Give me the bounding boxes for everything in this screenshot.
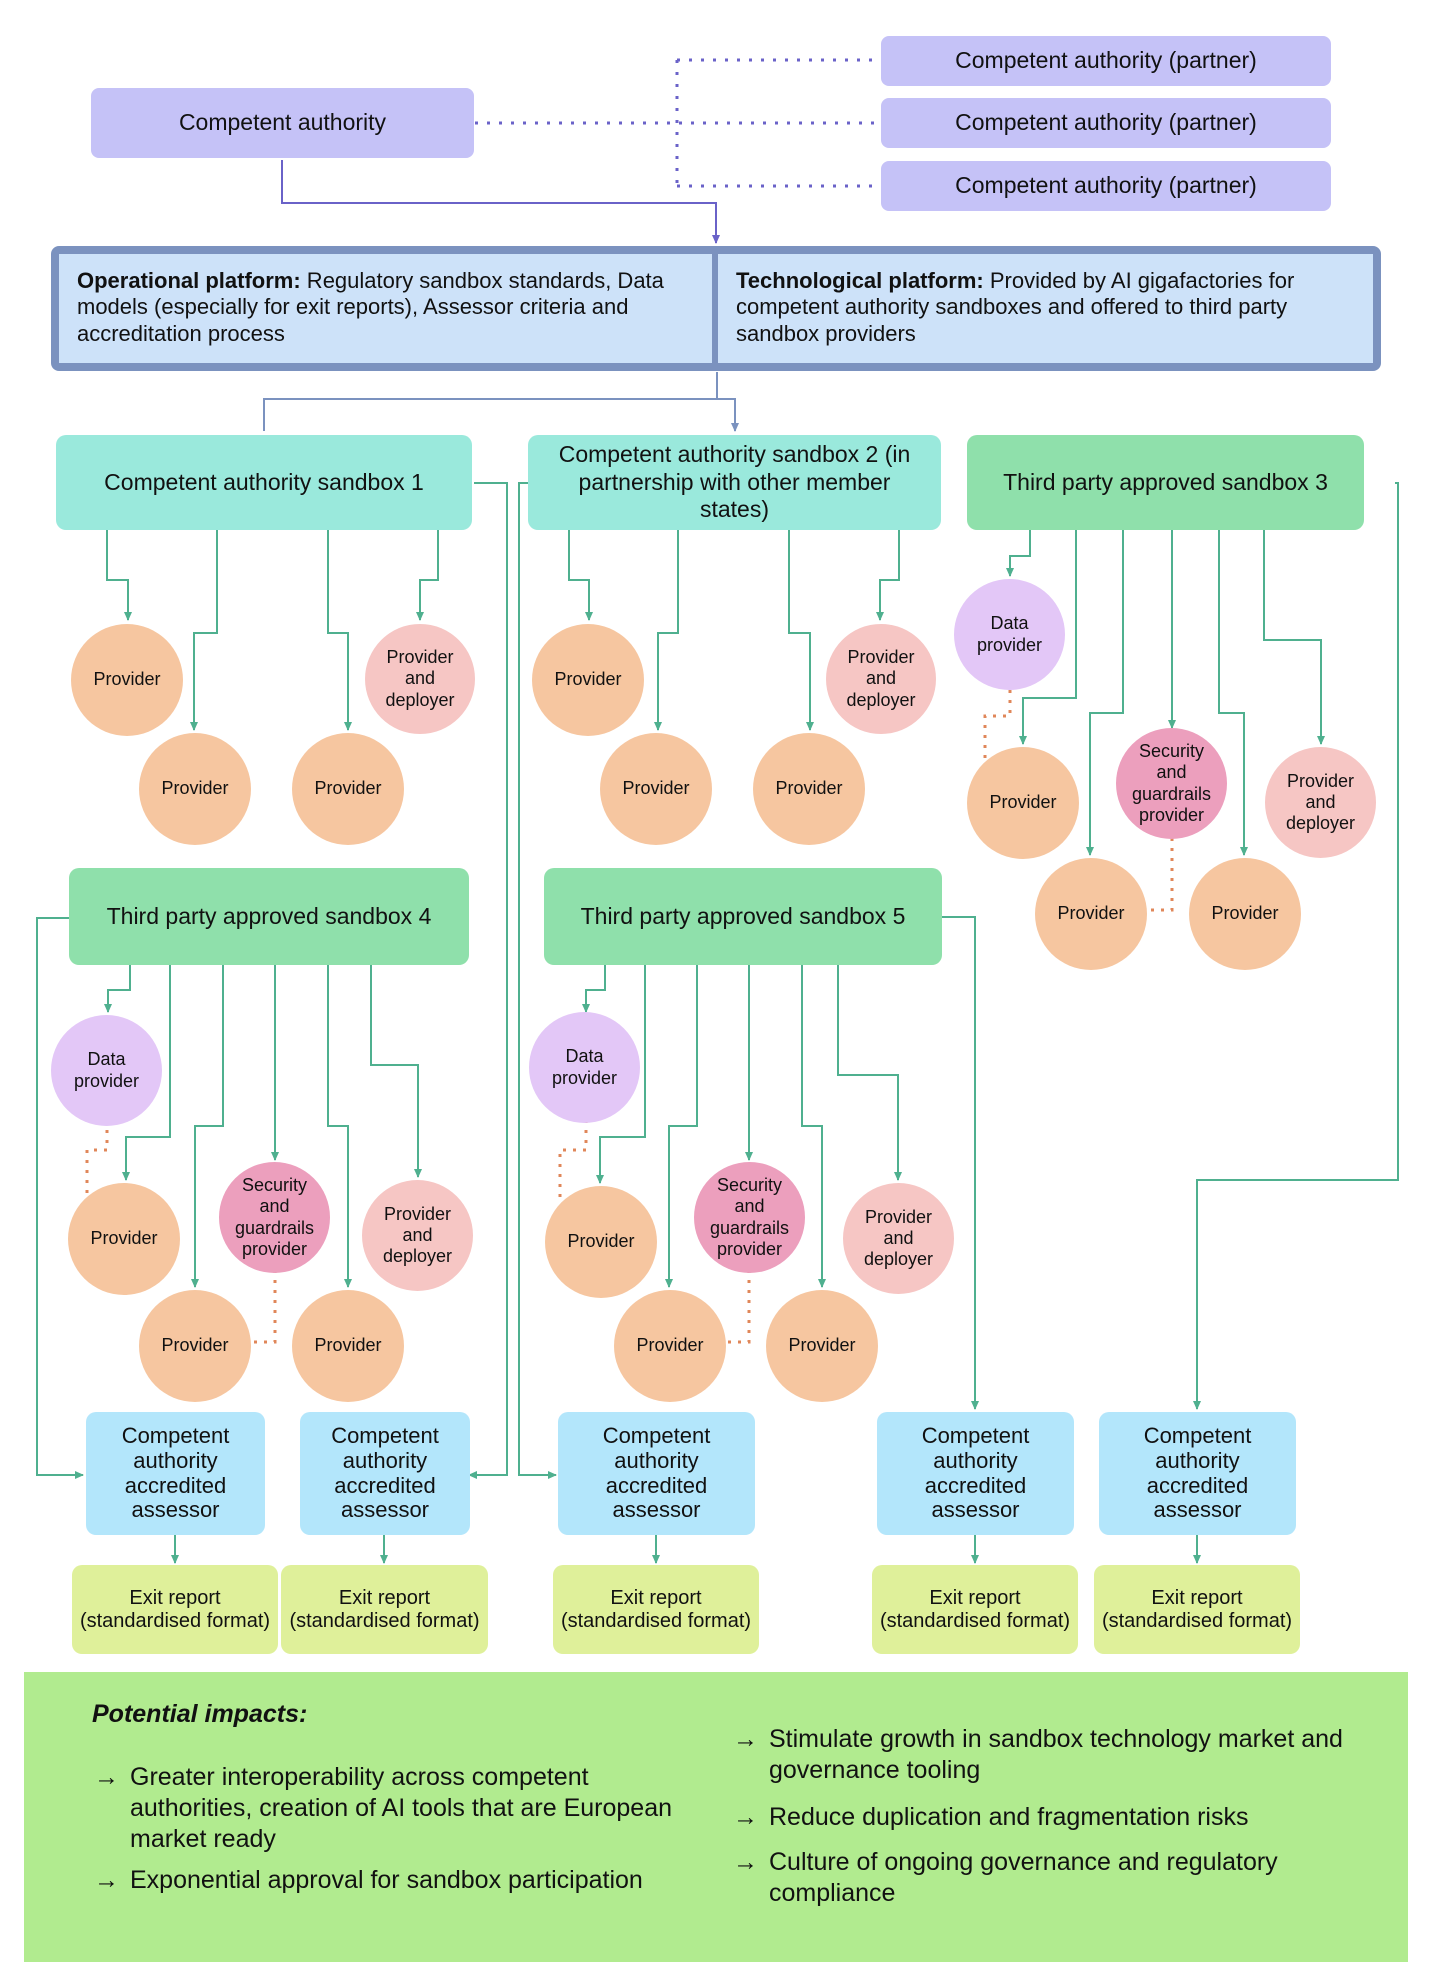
impact-text: Greater interoperability across competen… [130,1763,673,1853]
provider-node: Provider [292,733,404,845]
potential-impacts-panel: Potential impacts: → Greater interoperab… [24,1672,1408,1962]
provider-node: Provider [532,624,644,736]
security-provider-node: Security and guardrails provider [1116,728,1227,839]
operational-platform-title: Operational platform: [77,268,301,293]
arrow-right-icon: → [94,1866,119,1894]
data-provider-node: Data provider [529,1012,640,1123]
technological-platform-title: Technological platform: [736,268,984,293]
data-provider-node: Data provider [51,1015,162,1126]
provider-node: Provider [139,1290,251,1402]
competent-authority-box: Competent authority [91,88,474,158]
arrow-right-icon: → [733,1848,758,1876]
partner-authority-box: Competent authority (partner) [881,36,1331,86]
provider-node: Provider [766,1290,878,1402]
technological-platform-text: Provided by AI gigafactories for compete… [736,268,1295,346]
dotted-relationship-links [85,690,1174,1344]
exit-report-box: Exit report (standardised format) [1094,1565,1300,1654]
operational-platform: Operational platform: Regulatory sandbox… [59,254,712,363]
provider-node: Provider [614,1290,726,1402]
impact-item: → Stimulate growth in sandbox technology… [733,1724,1353,1786]
provider-node: Provider [967,747,1079,859]
provider-deployer-node: Provider and deployer [826,624,936,734]
partner-authority-box: Competent authority (partner) [881,98,1331,148]
security-provider-node: Security and guardrails provider [219,1162,330,1273]
sandbox-1: Competent authority sandbox 1 [56,435,472,530]
accredited-assessor-box: Competent authority accredited assessor [558,1412,755,1535]
accredited-assessor-box: Competent authority accredited assessor [86,1412,265,1535]
provider-node: Provider [753,733,865,845]
arrow-right-icon: → [733,1725,758,1753]
platform-to-sandboxes-arrow [263,372,735,431]
partner-authority-box: Competent authority (partner) [881,161,1331,211]
ca-to-platform-arrow [281,160,720,244]
provider-deployer-node: Provider and deployer [843,1183,954,1294]
sandbox-2: Competent authority sandbox 2 (in partne… [528,435,941,530]
provider-node: Provider [68,1183,180,1295]
sandbox-3: Third party approved sandbox 3 [967,435,1364,530]
impact-item: → Greater interoperability across compet… [94,1762,694,1855]
impact-text: Reduce duplication and fragmentation ris… [769,1803,1249,1831]
impact-item: → Culture of ongoing governance and regu… [733,1847,1353,1909]
exit-report-box: Exit report (standardised format) [553,1565,759,1654]
provider-node: Provider [139,733,251,845]
potential-impacts-title: Potential impacts: [92,1700,308,1728]
security-provider-node: Security and guardrails provider [694,1162,805,1273]
provider-deployer-node: Provider and deployer [362,1180,473,1291]
partner-dotted-links [475,58,878,188]
impact-text: Culture of ongoing governance and regula… [769,1848,1278,1907]
sandbox-4: Third party approved sandbox 4 [69,868,469,965]
accredited-assessor-box: Competent authority accredited assessor [300,1412,470,1535]
sandbox-5: Third party approved sandbox 5 [544,868,942,965]
operational-platform-text: Regulatory sandbox standards, Data model… [77,268,664,346]
exit-report-box: Exit report (standardised format) [872,1565,1078,1654]
technological-platform: Technological platform: Provided by AI g… [718,254,1373,363]
exit-report-box: Exit report (standardised format) [281,1565,488,1654]
impact-text: Stimulate growth in sandbox technology m… [769,1725,1343,1784]
provider-node: Provider [292,1290,404,1402]
impact-item: → Exponential approval for sandbox parti… [94,1865,694,1896]
impact-text: Exponential approval for sandbox partici… [130,1866,643,1894]
green-connectors [36,482,1399,1564]
data-provider-node: Data provider [954,579,1065,690]
impact-item: → Reduce duplication and fragmentation r… [733,1802,1353,1833]
provider-deployer-node: Provider and deployer [365,624,475,734]
arrow-right-icon: → [94,1763,119,1791]
provider-node: Provider [71,624,183,736]
accredited-assessor-box: Competent authority accredited assessor [877,1412,1074,1535]
provider-node: Provider [545,1186,657,1298]
exit-report-box: Exit report (standardised format) [72,1565,278,1654]
accredited-assessor-box: Competent authority accredited assessor [1099,1412,1296,1535]
provider-node: Provider [1189,858,1301,970]
provider-deployer-node: Provider and deployer [1265,747,1376,858]
provider-node: Provider [1035,858,1147,970]
arrow-right-icon: → [733,1803,758,1831]
provider-node: Provider [600,733,712,845]
